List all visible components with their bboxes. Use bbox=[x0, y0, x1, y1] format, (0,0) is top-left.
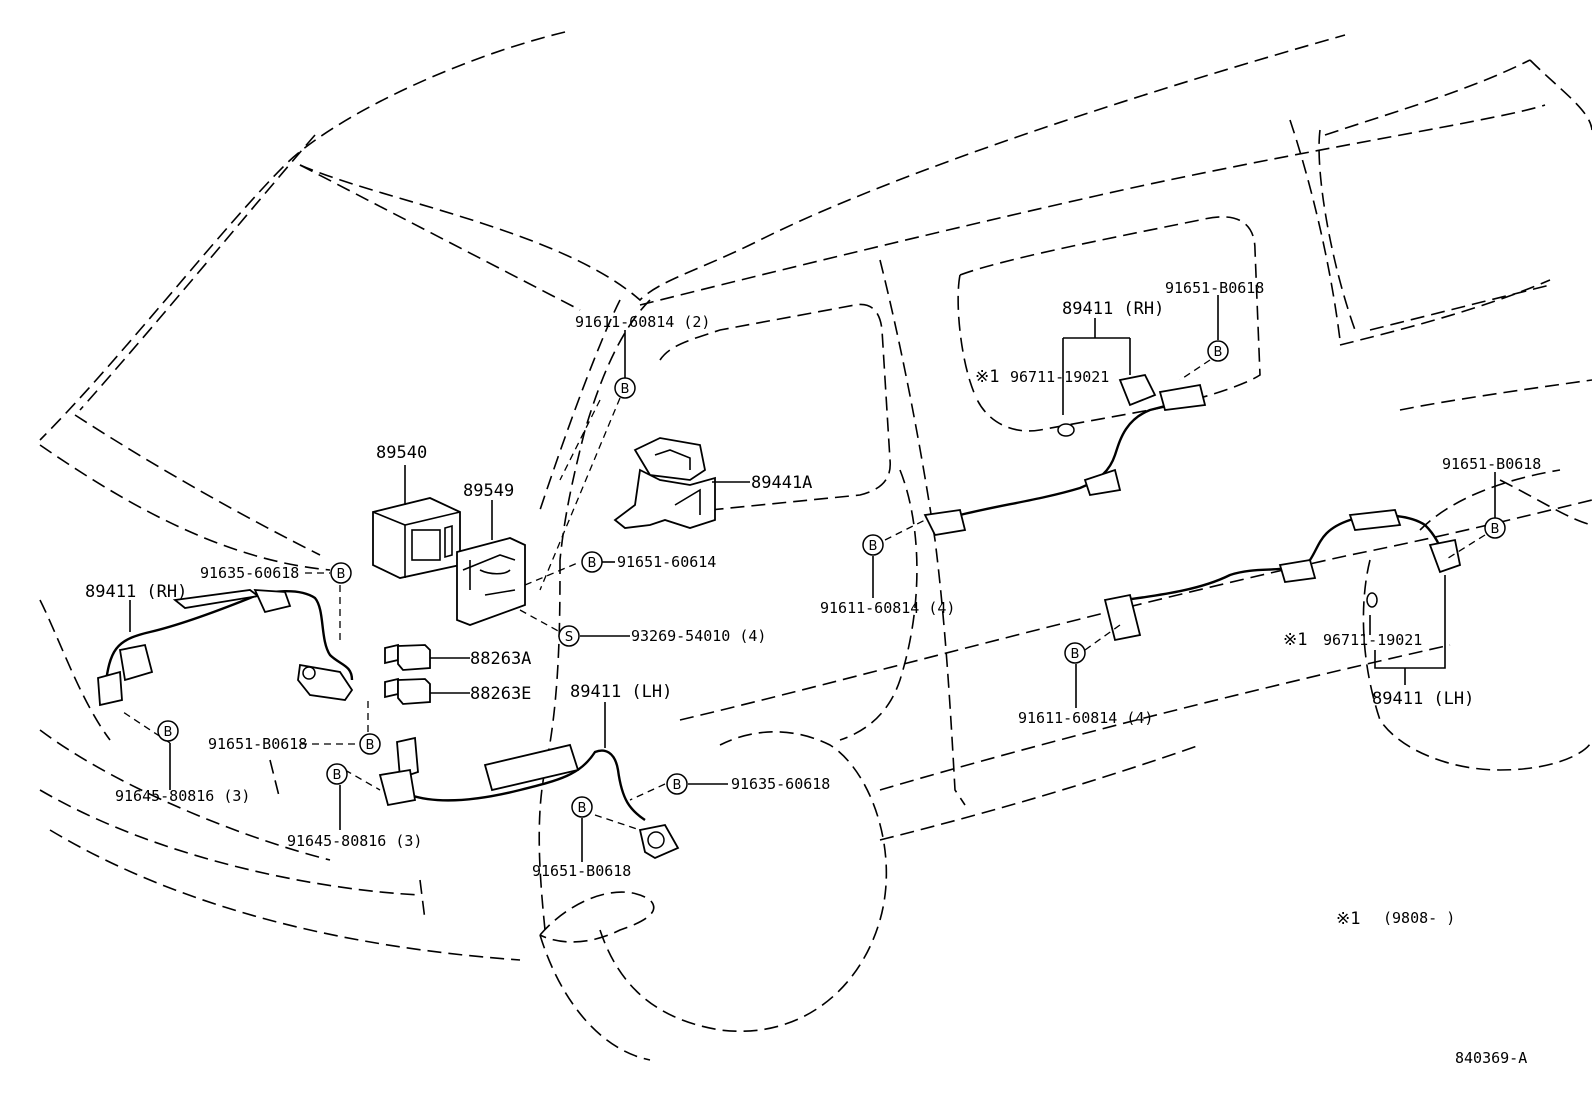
grommet-rear-rh bbox=[1057, 423, 1075, 437]
label-89411-lh-front: 89411 (LH) bbox=[570, 682, 672, 702]
label-89549: 89549 bbox=[463, 481, 514, 501]
label-91651-b0618-right: 91651-B0618 bbox=[1442, 455, 1541, 473]
label-89441a: 89441A bbox=[751, 473, 812, 493]
label-91611-60814-4-right: 91611-60814 (4) bbox=[1018, 709, 1153, 727]
relay-88263e bbox=[384, 677, 431, 705]
label-91635-60618-lower: 91635-60618 bbox=[731, 775, 830, 793]
label-96711-19021-lower: 96711-19021 bbox=[1323, 631, 1422, 649]
b-symbol: B bbox=[614, 377, 636, 399]
b-symbol: B bbox=[581, 551, 603, 573]
label-91645-80816-left: 91645-80816 (3) bbox=[115, 787, 250, 805]
b-symbol: B bbox=[157, 720, 179, 742]
rear-rh-speed-sensor-harness bbox=[923, 373, 1207, 536]
label-91651-b0618-left: 91651-B0618 bbox=[208, 735, 307, 753]
fastener-symbols: B B S B B B B B B B B B B bbox=[157, 340, 1506, 818]
label-89411-rh-front: 89411 (RH) bbox=[85, 582, 187, 602]
part-labels: 91611-60814 (2) 89540 89549 89441A 91651… bbox=[85, 279, 1541, 1067]
label-91651-60614: 91651-60614 bbox=[617, 553, 716, 571]
diagram-code: 840369-A bbox=[1455, 1049, 1527, 1067]
label-89411-lh-rear: 89411 (LH) bbox=[1372, 689, 1474, 709]
label-89411-rh-rear: 89411 (RH) bbox=[1062, 299, 1164, 319]
label-91635-60618-upper: 91635-60618 bbox=[200, 564, 299, 582]
b-symbol: B bbox=[326, 763, 348, 785]
b-symbol: B bbox=[1064, 642, 1086, 664]
label-91651-b0618-rear-top: 91651-B0618 bbox=[1165, 279, 1264, 297]
svg-text:B: B bbox=[333, 768, 342, 783]
relay-88263a bbox=[384, 643, 431, 671]
b-symbol: B bbox=[666, 773, 688, 795]
label-91651-b0618-bottom: 91651-B0618 bbox=[532, 862, 631, 880]
svg-text:B: B bbox=[1071, 647, 1080, 662]
label-91611-60814-4-mid: 91611-60814 (4) bbox=[820, 599, 955, 617]
svg-text:B: B bbox=[164, 725, 173, 740]
label-88263a: 88263A bbox=[470, 649, 531, 669]
s-symbol: S bbox=[558, 625, 580, 647]
abs-ecu bbox=[372, 497, 461, 579]
note-mark-footnote: ※1 bbox=[1336, 909, 1360, 929]
yaw-rate-sensor bbox=[613, 437, 716, 529]
label-89540: 89540 bbox=[376, 443, 427, 463]
svg-text:B: B bbox=[578, 801, 587, 816]
vehicle-outline bbox=[39, 31, 1592, 1061]
svg-text:B: B bbox=[869, 539, 878, 554]
svg-text:B: B bbox=[1214, 345, 1223, 360]
front-rh-speed-sensor-harness bbox=[97, 589, 354, 707]
b-symbol: B bbox=[359, 733, 381, 755]
b-symbol: B bbox=[1484, 517, 1506, 539]
svg-text:B: B bbox=[621, 382, 630, 397]
label-91611-60814-2: 91611-60814 (2) bbox=[575, 313, 710, 331]
note-date-range: (9808- ) bbox=[1383, 909, 1455, 927]
label-96711-19021-upper: 96711-19021 bbox=[1010, 368, 1109, 386]
svg-text:B: B bbox=[337, 567, 346, 582]
b-symbol: B bbox=[571, 796, 593, 818]
front-lh-speed-sensor-harness bbox=[378, 736, 680, 860]
svg-text:B: B bbox=[673, 778, 682, 793]
b-symbol: B bbox=[1207, 340, 1229, 362]
label-88263e: 88263E bbox=[470, 684, 531, 704]
svg-text:B: B bbox=[1491, 522, 1500, 537]
note-mark-lower: ※1 bbox=[1283, 630, 1307, 650]
label-93269-54010: 93269-54010 (4) bbox=[631, 627, 766, 645]
label-91645-80816-mid: 91645-80816 (3) bbox=[287, 832, 422, 850]
svg-text:B: B bbox=[588, 556, 597, 571]
svg-text:B: B bbox=[366, 738, 375, 753]
svg-text:S: S bbox=[565, 630, 573, 645]
leader-lines bbox=[119, 295, 1496, 862]
b-symbol: B bbox=[862, 534, 884, 556]
note-mark-upper: ※1 bbox=[975, 367, 999, 387]
b-symbol: B bbox=[330, 562, 352, 584]
ecu-bracket bbox=[456, 537, 526, 626]
rear-lh-speed-sensor-harness bbox=[1103, 509, 1462, 642]
